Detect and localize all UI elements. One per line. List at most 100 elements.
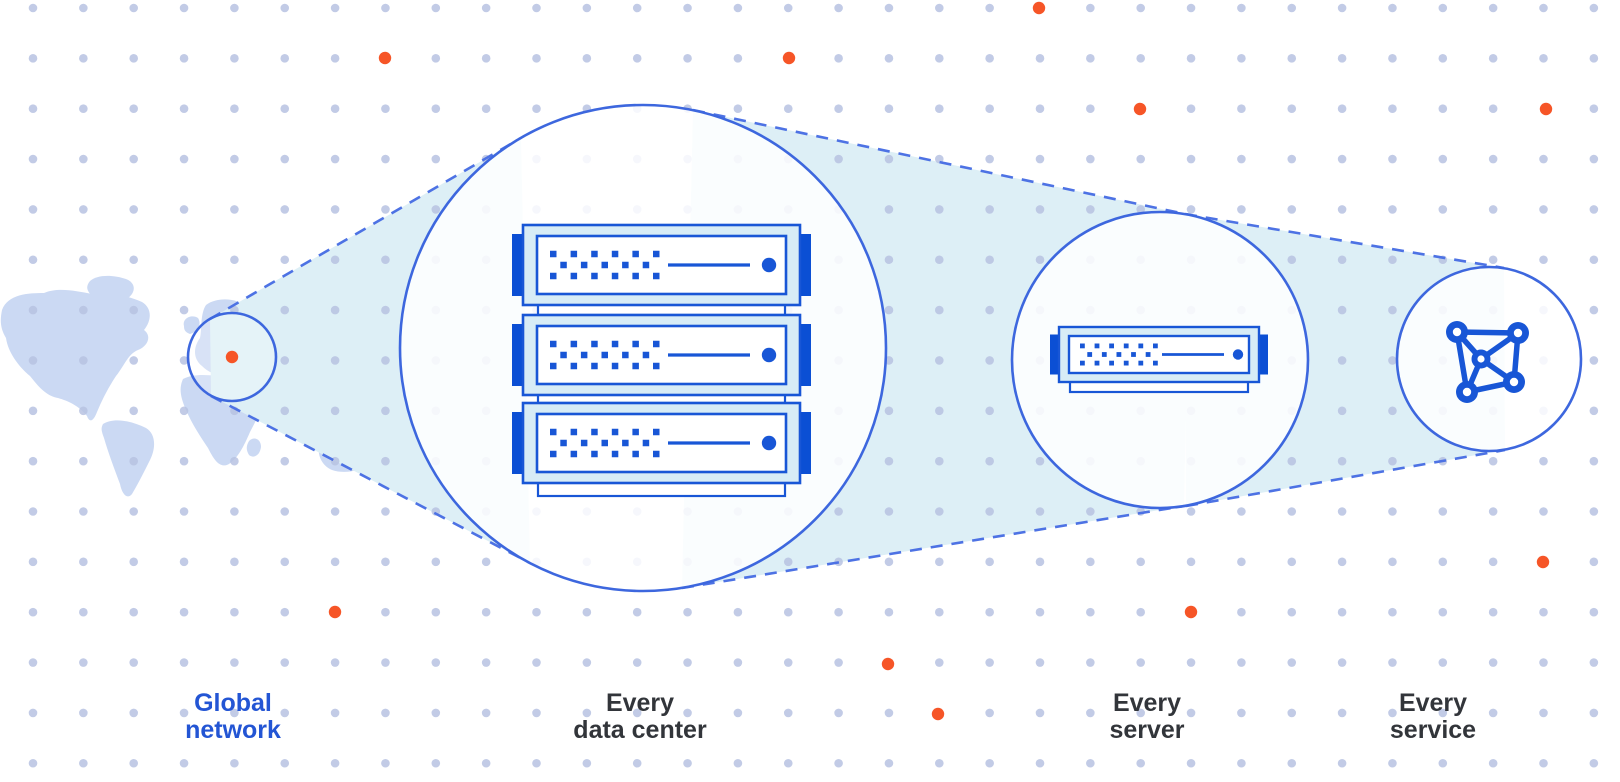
grid-dot	[1488, 205, 1498, 214]
vent-dot	[642, 261, 650, 269]
grid-dot	[179, 658, 189, 667]
grid-dot	[330, 708, 340, 718]
grid-dot	[1136, 557, 1145, 567]
grid-dot	[1589, 607, 1599, 617]
grid-dot	[985, 658, 994, 667]
grid-dot	[330, 255, 340, 265]
grid-dot	[1136, 607, 1145, 617]
grid-dot	[1488, 3, 1498, 13]
grid-dot	[1337, 154, 1347, 164]
grid-dot	[1086, 3, 1095, 13]
grid-dot	[280, 658, 290, 667]
grid-dot	[884, 607, 894, 617]
grid-dot	[532, 104, 541, 113]
grid-dot	[28, 3, 38, 13]
grid-dot	[230, 658, 239, 667]
grid-dot	[1287, 758, 1297, 768]
server-unit	[512, 401, 811, 485]
grid-dot	[985, 305, 994, 315]
grid-dot	[884, 507, 894, 516]
grid-dot	[280, 3, 290, 13]
grid-dot	[179, 356, 189, 365]
label-server-line1: Every	[1113, 689, 1181, 717]
grid-dot	[481, 557, 491, 567]
mesh-node-hole	[1509, 377, 1519, 387]
grid-dot	[79, 356, 88, 365]
grid-dot	[179, 607, 189, 617]
grid-dot	[985, 104, 994, 113]
grid-dot	[1539, 255, 1548, 265]
grid-dot	[1488, 154, 1498, 164]
grid-dot	[1035, 708, 1045, 718]
vent-dot	[591, 272, 598, 280]
grid-dot	[1388, 3, 1397, 13]
vent-dot	[570, 272, 578, 280]
grid-dot	[1438, 708, 1448, 718]
grid-dot	[1287, 154, 1297, 164]
grid-dot	[733, 3, 743, 13]
grid-dot	[28, 658, 38, 667]
grid-dot	[28, 758, 38, 768]
label-service-line1: Every	[1399, 689, 1467, 717]
mesh-node-hole	[1513, 328, 1523, 338]
orange-dot	[931, 707, 945, 721]
grid-dot	[1086, 104, 1095, 113]
grid-dot	[582, 607, 592, 617]
grid-dot	[1035, 557, 1045, 567]
power-led	[761, 257, 777, 273]
grid-dot	[935, 255, 944, 265]
grid-dot	[935, 758, 944, 768]
grid-dot	[683, 54, 692, 63]
vent-dot	[1094, 343, 1100, 349]
server-unit	[1050, 325, 1268, 384]
grid-dot	[1136, 154, 1145, 164]
grid-dot	[481, 3, 491, 13]
grid-dot	[1337, 104, 1347, 113]
grid-dot	[1237, 607, 1246, 617]
grid-dot	[834, 758, 843, 768]
grid-dot	[1488, 54, 1498, 63]
grid-dot	[1539, 205, 1548, 214]
grid-dot	[1589, 305, 1599, 315]
grid-dot	[280, 406, 290, 416]
grid-dot	[632, 3, 642, 13]
grid-dot	[733, 708, 743, 718]
grid-dot	[935, 305, 944, 315]
grid-dot	[79, 708, 88, 718]
vent-dot	[1094, 360, 1100, 366]
grid-dot	[884, 305, 894, 315]
grid-dot	[1287, 3, 1297, 13]
vent-dot	[622, 439, 629, 447]
grid-dot	[1186, 658, 1196, 667]
grid-dot	[230, 557, 239, 567]
grid-dot	[230, 154, 239, 164]
grid-dot	[1539, 708, 1548, 718]
vent-dot	[1123, 343, 1129, 349]
grid-dot	[935, 104, 944, 113]
grid-dot	[230, 54, 239, 63]
grid-dot	[1388, 658, 1397, 667]
grid-dot	[935, 3, 944, 13]
grid-dot	[129, 658, 138, 667]
grid-dot	[1488, 104, 1498, 113]
grid-dot	[1287, 255, 1297, 265]
grid-dot	[834, 607, 843, 617]
vent-dot	[570, 340, 578, 348]
grid-dot	[1337, 658, 1347, 667]
grid-dot	[1237, 205, 1246, 214]
grid-dot	[683, 3, 692, 13]
grid-dot	[935, 607, 944, 617]
grid-dot	[280, 758, 290, 768]
server-rack-icon	[512, 223, 811, 498]
grid-dot	[1237, 154, 1246, 164]
grid-dot	[1287, 54, 1297, 63]
grid-dot	[1086, 708, 1095, 718]
grid-dot	[884, 557, 894, 567]
grid-dot	[783, 607, 793, 617]
dash-datacenter-to-server-bottom	[681, 504, 1185, 590]
vent-dot	[611, 272, 619, 280]
grid-dot	[280, 255, 290, 265]
grid-dot	[280, 205, 290, 214]
grid-dot	[431, 3, 441, 13]
